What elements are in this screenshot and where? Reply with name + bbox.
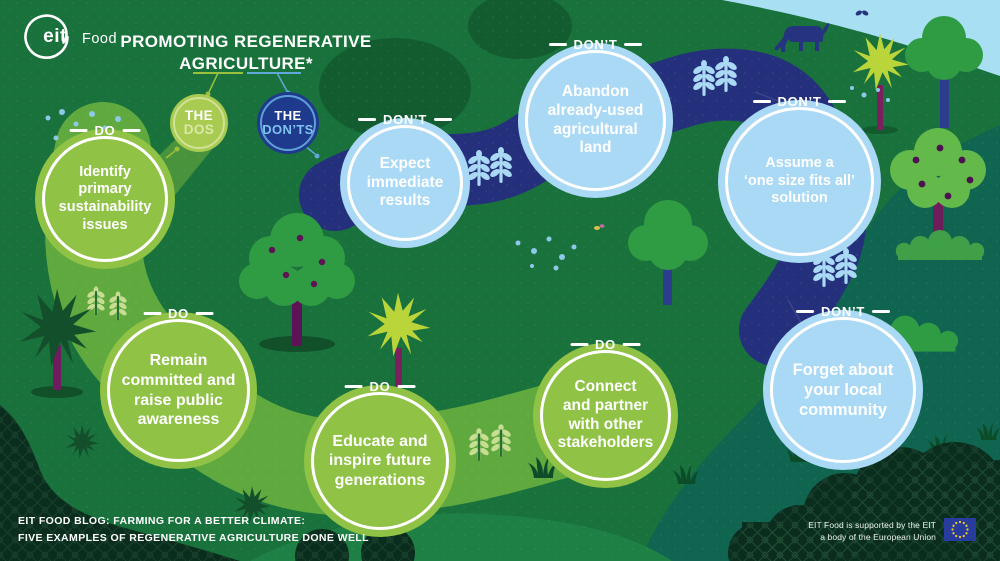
label-text: DON’T (821, 304, 865, 319)
dont-bubble-abandon-land: DON’T Abandon already-used agricultural … (518, 37, 673, 198)
bubble-text: Connect and partner with other stakehold… (557, 377, 654, 452)
tree-icon (628, 200, 708, 305)
bubble-text: Forget about your local community (792, 360, 894, 420)
do-label: DO (69, 123, 141, 138)
tree-icon (905, 16, 983, 128)
bubble-text: Educate and inspire future generations (328, 432, 432, 489)
eit-food-logo: eit Food (22, 13, 152, 65)
blog-reference: EIT FOOD BLOG: FARMING FOR A BETTER CLIM… (18, 513, 369, 547)
label-dash (871, 310, 890, 313)
legend-donts-label: DON’TS (262, 122, 314, 137)
do-label: DO (344, 379, 416, 394)
label-text: DON’T (573, 37, 618, 52)
label-dash (624, 43, 643, 46)
bubble-text: Expect immediate results (366, 154, 444, 210)
label-dash (570, 343, 589, 346)
do-bubble-identify-issues: DO Identify primary sustainability issue… (35, 123, 175, 269)
label-dash (433, 118, 452, 121)
eu-line-2: a body of the European Union (820, 531, 936, 542)
eu-flag-icon (944, 518, 976, 541)
dont-label: DON’T (796, 304, 890, 319)
page-title: PROMOTING REGENERATIVE AGRICULTURE* (114, 31, 378, 76)
bubble-text: Remain committed and raise public awaren… (121, 352, 236, 429)
fly-icon (594, 224, 605, 230)
label-dash (548, 43, 567, 46)
blog-line-1: EIT FOOD BLOG: FARMING FOR A BETTER CLIM… (18, 515, 306, 527)
label-text: DO (94, 123, 116, 138)
label-dash (828, 100, 847, 103)
dont-label: DON’T (548, 37, 643, 52)
legend-donts-the: THE (274, 108, 302, 124)
legend-the-donts: THE DON’TS (257, 92, 319, 154)
do-label: DO (143, 306, 214, 321)
dont-label: DON’T (358, 112, 452, 127)
bubble-text: Abandon already-used agricultural land (547, 82, 644, 157)
logo-eit-text: eit (43, 26, 67, 47)
title-line-2: AGRICULTURE* (179, 54, 313, 74)
legend-dos-label: DOS (183, 122, 215, 137)
eit-logo-swirl-icon (24, 14, 69, 59)
title-line-1: PROMOTING REGENERATIVE (120, 32, 372, 51)
eu-attribution: EIT Food is supported by the EIT a body … (760, 520, 936, 544)
label-dash (143, 312, 162, 315)
fruit-tree-icon (890, 128, 986, 260)
dont-bubble-expect-results: DON’T Expect immediate results (340, 112, 470, 248)
label-dash (344, 385, 363, 388)
label-text: DO (168, 306, 189, 321)
label-dash (122, 129, 141, 132)
label-text: DO (595, 337, 616, 352)
fruit-tree-icon (239, 213, 355, 352)
label-dash (358, 118, 377, 121)
blog-line-2: FIVE EXAMPLES OF REGENERATIVE AGRICULTUR… (18, 531, 369, 544)
label-dash (752, 100, 771, 103)
dont-bubble-one-size-fits-all: DON’T Assume a ‘one size fits all’ solut… (718, 94, 881, 263)
do-bubble-connect-partner: DO Connect and partner with other stakeh… (533, 337, 678, 488)
bubble-text: Assume a ‘one size fits all’ solution (743, 154, 856, 207)
do-label: DO (570, 337, 641, 352)
do-bubble-remain-committed: DO Remain committed and raise public awa… (100, 306, 257, 469)
dont-bubble-forget-community: DON’T Forget about your local community (763, 304, 923, 470)
label-text: DON’T (777, 94, 822, 109)
label-dash (796, 310, 815, 313)
do-bubble-educate-inspire: DO Educate and inspire future generation… (304, 379, 456, 537)
label-text: DON’T (383, 112, 427, 127)
label-dash (69, 129, 88, 132)
legend-the-dos: THE DOS (170, 94, 228, 152)
dont-label: DON’T (752, 94, 847, 109)
spiky-tree-icon (852, 33, 909, 134)
cow-icon (774, 23, 830, 52)
bubble-text: Identify primary sustainability issues (58, 163, 152, 233)
label-text: DO (369, 379, 391, 394)
label-dash (397, 385, 416, 388)
label-dash (622, 343, 641, 346)
eu-line-1: EIT Food is supported by the EIT (808, 520, 936, 530)
seed-dots (45, 86, 890, 271)
logo-food-text: Food (82, 31, 118, 47)
trees (20, 16, 986, 524)
legend-connectors (165, 72, 320, 159)
legend-dos-the: THE (184, 107, 214, 123)
spiky-tree-icon (20, 288, 97, 398)
label-dash (195, 312, 214, 315)
